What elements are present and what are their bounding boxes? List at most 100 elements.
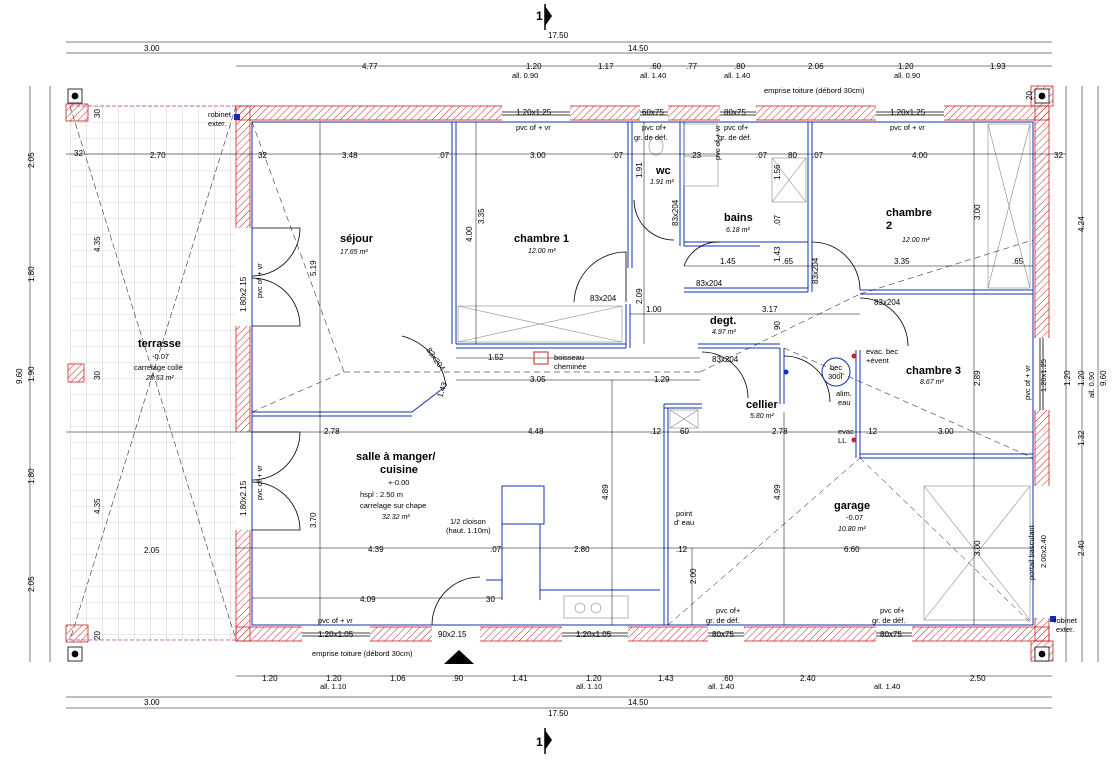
outer-walls (235, 85, 1054, 662)
interior-dim: .07 (756, 151, 768, 160)
annotation-bec: bec (830, 363, 842, 372)
vent-label: gr. de déf. (872, 616, 905, 625)
annotation-exter-top: exter. (208, 119, 226, 128)
interior-dim: 3.70 (309, 512, 318, 528)
interior-dim: 20 (93, 631, 102, 640)
door-label: 83x204 (671, 199, 680, 226)
door-label: 1.80x2.15 (239, 480, 248, 516)
interior-dim: 3.35 (894, 257, 910, 266)
window-label: 1.20x1.25 (516, 108, 552, 117)
interior-dim: 1.43 (435, 380, 449, 398)
dim-top: 1.93 (990, 62, 1006, 71)
interior-dim: 3.00 (938, 427, 954, 436)
dim-left: 1.80 (27, 266, 36, 282)
dim-top: .77 (686, 62, 698, 71)
annotation-evac-bec: evac. bec (866, 347, 898, 356)
annotation-portail: portail basculant (1027, 524, 1036, 580)
room-name-bains: bains (724, 212, 753, 224)
vent-label: gr. de déf. (634, 133, 667, 142)
vent-label: pvc of + vr (1023, 365, 1032, 400)
interior-dim: 1.00 (646, 305, 662, 314)
window-label: 1.20x1.25 (890, 108, 926, 117)
annotation-ll: LL (838, 436, 846, 445)
dim-right-extra: all. 0.90 (1087, 372, 1096, 398)
dim-bottom: 1.20 (262, 674, 278, 683)
door-label: 83x204 (712, 355, 739, 364)
dim-right-bottom: 14.50 (628, 698, 649, 707)
annotation-boisseau: boisseau (554, 353, 584, 362)
terrace (65, 103, 237, 643)
dim-bottom: .90 (452, 674, 464, 683)
dim-right-extra: 2.00x2.40 (1039, 535, 1048, 568)
interior-walls (251, 121, 1034, 626)
dim-bottom: .60 (722, 674, 734, 683)
interior-dim: 1.43 (773, 246, 782, 262)
section-label-top: 1 (536, 9, 543, 23)
dim-left: 4.35 (93, 236, 102, 252)
dim-right-extra: 9.60 (1099, 370, 1108, 386)
allege-bottom: all. 1.40 (874, 682, 900, 691)
plan-text: 1 1 17.50 3.00 14.50 17.50 3.00 14.50 4.… (15, 9, 1108, 749)
allege-bottom: all. 1.10 (320, 682, 346, 691)
interior-dim: 2.05 (144, 546, 160, 555)
room-area-salle: 32.32 m² (382, 514, 410, 521)
interior-dim: 2.89 (973, 370, 982, 386)
room-area-garage: 10.80 m² (838, 526, 866, 533)
door-label: 83x204 (590, 294, 617, 303)
annotation-eau: eau (838, 398, 851, 407)
dim-bottom: 1.20 (326, 674, 342, 683)
interior-dim: 30 (93, 371, 102, 380)
interior-dim: .12 (650, 427, 662, 436)
allege-top: all. 1.40 (724, 71, 750, 80)
interior-dim: 4.39 (368, 545, 384, 554)
room-area-terrasse: 28.53 m² (145, 375, 174, 382)
room-area-chambre2: 12.00 m² (902, 237, 930, 244)
interior-dim: 2.00 (689, 568, 698, 584)
dim-left: 2.05 (27, 576, 36, 592)
roof-note-bottom: emprise toiture (débord 30cm) (312, 649, 413, 658)
interior-dim: 3.17 (762, 305, 778, 314)
corner-markers (67, 88, 1050, 662)
room-hspl-salle: hspl : 2.50 m (360, 490, 403, 499)
room-name2-salle: cuisine (380, 464, 418, 476)
room-level-garage: -0.07 (846, 513, 863, 522)
dim-left-total: 9.60 (15, 368, 24, 384)
wardrobes (457, 123, 1031, 621)
window-label: 1.20x1.05 (576, 630, 612, 639)
room-level-terrasse: -0.07 (152, 352, 169, 361)
interior-dim: .65 (782, 257, 794, 266)
annotation-alim: alim. (836, 389, 852, 398)
interior-dim: 2.09 (635, 288, 644, 304)
annotation-cloison2: (haut. 1.10m) (446, 526, 491, 535)
interior-dim: 1.52 (488, 353, 504, 362)
interior-dim: 1.29 (654, 375, 670, 384)
interior-dim: 90 (773, 321, 782, 330)
dim-left: 2.05 (27, 152, 36, 168)
dim-total-top: 17.50 (548, 31, 569, 40)
vent-label: pvc of + vr (255, 263, 264, 298)
interior-dim: 3.00 (973, 204, 982, 220)
interior-dim: 3.05 (530, 375, 546, 384)
interior-dim: 32 (1054, 151, 1063, 160)
dim-top: 1.20 (526, 62, 542, 71)
vent-label: pvc of+ (716, 606, 741, 615)
annotation-evac-ll: evac (838, 427, 854, 436)
interior-dim: 2.80 (574, 545, 590, 554)
interior-dim: .23 (690, 151, 702, 160)
room-area-bains: 6.18 m² (726, 227, 750, 234)
section-label-bottom: 1 (536, 735, 543, 749)
vent-label: pvc of + vr (318, 616, 353, 625)
annotation-bec-vol: 300l (828, 372, 843, 381)
interior-dim: 1.45 (720, 257, 736, 266)
interior-dim: 30 (486, 595, 495, 604)
room-area-chambre1: 12.00 m² (528, 248, 556, 255)
allege-bottom: all. 1.40 (708, 682, 734, 691)
interior-dim: 4.00 (912, 151, 928, 160)
room-name2-chambre2: 2 (886, 220, 892, 232)
interior-dim: 20 (1025, 91, 1034, 100)
interior-dim: 80 (788, 151, 797, 160)
interior-dim: .07 (490, 545, 502, 554)
interior-dim: 3.00 (973, 540, 982, 556)
dim-bottom: 1.06 (390, 674, 406, 683)
